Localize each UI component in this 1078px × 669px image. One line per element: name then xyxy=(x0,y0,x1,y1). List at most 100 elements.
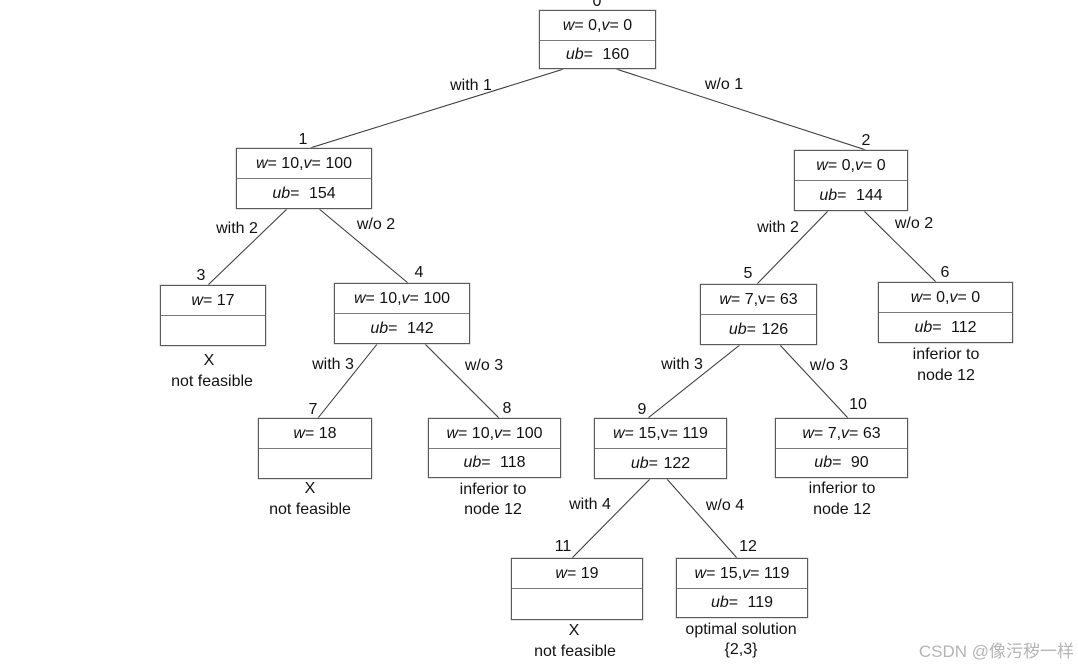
variable-w: w xyxy=(255,154,268,172)
node-8-number: 8 xyxy=(502,400,512,417)
variable-w: w xyxy=(613,424,625,442)
variable-ub: ub xyxy=(272,184,291,202)
node-4-upper-bound: ub = 142 xyxy=(370,319,434,337)
node-8-status-line2: node 12 xyxy=(464,501,522,518)
node-11-empty-cell xyxy=(512,589,642,619)
edge-2-6 xyxy=(862,209,937,283)
variable-v: v xyxy=(841,424,850,442)
variable-ub: ub xyxy=(565,45,584,63)
edge-5-10 xyxy=(778,343,849,419)
node-2-upper-bound: ub = 144 xyxy=(819,186,883,204)
variable-v: v xyxy=(401,289,410,307)
variable-w: w xyxy=(191,291,203,309)
node-1-number: 1 xyxy=(298,131,308,148)
node-5-box: w = 7, v = 63 ub = 126 xyxy=(700,284,817,345)
node-9-weight-value: w = 15, v = 119 xyxy=(595,419,726,449)
node-11-status-text: not feasible xyxy=(534,643,616,660)
node-2-box: w = 0, v = 0 ub = 144 xyxy=(794,150,908,211)
variable-ub: ub xyxy=(710,594,729,611)
variable-ub: ub xyxy=(370,319,389,337)
node-10-weight-value: w = 7, v = 63 xyxy=(776,419,907,449)
node-11-number: 11 xyxy=(554,538,572,555)
variable-ub: ub xyxy=(728,320,747,338)
variable-v: v xyxy=(949,288,958,306)
node-12-number: 12 xyxy=(739,538,757,555)
node-2-number: 2 xyxy=(861,132,871,149)
variable-w: w xyxy=(910,288,923,306)
node-12-status-line2: {2,3} xyxy=(724,641,758,658)
edge-0-1 xyxy=(309,67,568,149)
node-3-box: w = 17 xyxy=(160,285,266,346)
node-0-upper-bound: ub = 160 xyxy=(565,45,630,63)
node-6-number: 6 xyxy=(940,264,950,281)
edge-0-2 xyxy=(612,67,867,151)
node-12-weight-value: w = 15, v = 119 xyxy=(677,559,807,589)
edge-4-8 xyxy=(423,342,500,419)
variable-v: v xyxy=(660,424,669,442)
node-8-box: w = 10, v = 100 ub = 118 xyxy=(428,418,561,478)
edge-4-8-label: w/o 3 xyxy=(464,357,504,374)
variable-v: v xyxy=(601,16,610,34)
node-12-upper-bound: ub = 119 xyxy=(710,594,774,611)
variable-ub: ub xyxy=(914,318,933,336)
node-3-weight-value: w = 17 xyxy=(161,286,265,316)
node-10-status-line2: node 12 xyxy=(813,501,871,518)
node-5-weight-value: w = 7, v = 63 xyxy=(701,285,816,315)
variable-w: w xyxy=(694,564,707,582)
variable-w: w xyxy=(555,564,567,582)
edge-2-5 xyxy=(756,209,830,285)
variable-ub: ub xyxy=(463,454,482,471)
node-9-upper-bound: ub = 122 xyxy=(630,454,691,472)
edge-9-12-label: w/o 4 xyxy=(705,497,745,514)
node-7-status-mark: X xyxy=(304,480,316,497)
edge-9-11 xyxy=(571,477,652,559)
variable-w: w xyxy=(816,156,828,174)
node-7-empty-cell xyxy=(259,449,371,478)
variable-v: v xyxy=(494,424,503,442)
edge-0-1-label: with 1 xyxy=(450,77,492,94)
node-4-number: 4 xyxy=(414,264,424,281)
edge-1-4 xyxy=(317,207,409,284)
variable-w: w xyxy=(562,16,575,34)
edge-5-10-label: w/o 3 xyxy=(809,357,849,374)
node-10-status-line1: inferior to xyxy=(808,480,876,497)
node-4-box: w = 10, v = 100 ub = 142 xyxy=(334,283,470,344)
node-0-weight-value: w = 0, v = 0 xyxy=(540,11,655,41)
node-12-status-line1: optimal solution xyxy=(685,621,797,638)
node-2-weight-value: w = 0, v = 0 xyxy=(795,151,907,181)
edge-4-7-label: with 3 xyxy=(312,356,354,373)
node-6-status-line1: inferior to xyxy=(912,346,980,363)
node-0-box: w = 0, v = 0 ub = 160 xyxy=(539,10,656,69)
variable-w: w xyxy=(446,424,459,442)
variable-w: w xyxy=(719,290,731,308)
variable-w: w xyxy=(293,424,305,442)
edge-1-4-label: w/o 2 xyxy=(356,216,396,233)
node-0-number: 0 xyxy=(592,0,602,10)
node-4-weight-value: w = 10, v = 100 xyxy=(335,284,469,314)
node-7-status-text: not feasible xyxy=(269,501,351,518)
node-6-status-line2: node 12 xyxy=(917,367,975,384)
node-11-box: w = 19 xyxy=(511,558,643,620)
node-10-upper-bound: ub = 90 xyxy=(814,454,869,471)
node-11-status-mark: X xyxy=(568,622,580,639)
edge-0-2-label: w/o 1 xyxy=(704,76,744,93)
variable-v: v xyxy=(742,564,751,582)
node-3-empty-cell xyxy=(161,316,265,345)
node-10-box: w = 7, v = 63 ub = 90 xyxy=(775,418,908,478)
node-8-status-line1: inferior to xyxy=(459,481,527,498)
edge-5-9-label: with 3 xyxy=(661,356,703,373)
node-3-status-mark: X xyxy=(203,352,215,369)
watermark: CSDN @像污秽一样 xyxy=(918,642,1074,661)
edge-1-3-label: with 2 xyxy=(216,220,258,237)
node-8-upper-bound: ub = 118 xyxy=(463,454,526,471)
node-7-number: 7 xyxy=(308,401,318,418)
node-5-upper-bound: ub = 126 xyxy=(728,320,789,338)
variable-ub: ub xyxy=(814,454,833,471)
variable-v: v xyxy=(855,156,863,174)
variable-ub: ub xyxy=(819,186,838,204)
node-9-number: 9 xyxy=(637,401,647,418)
edge-9-12 xyxy=(665,477,738,559)
node-5-number: 5 xyxy=(743,265,753,282)
